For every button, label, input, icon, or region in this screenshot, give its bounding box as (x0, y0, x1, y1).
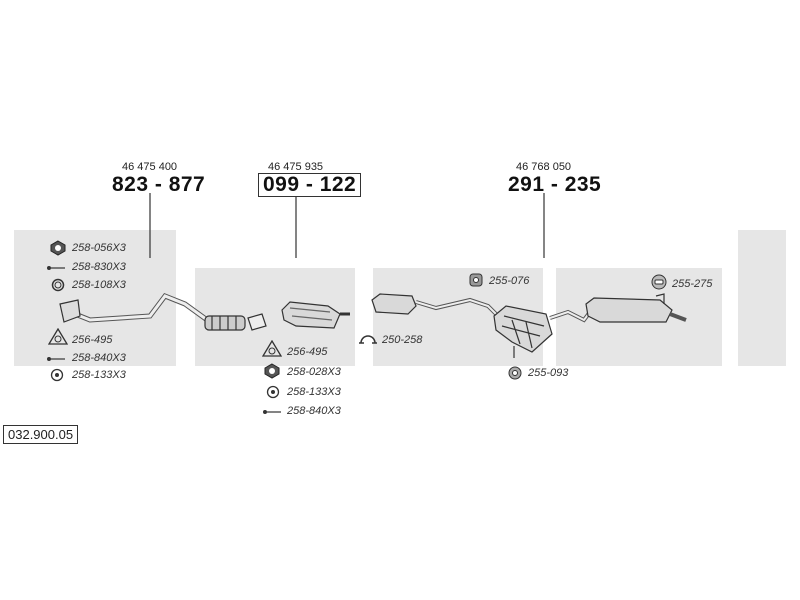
bolt-icon (47, 266, 65, 270)
background-band-left (14, 230, 176, 366)
middle-silencer (493, 305, 553, 353)
background-band-right (738, 230, 786, 366)
gasket-ring-icon (51, 278, 65, 292)
part-label: 258-133X3 (72, 369, 126, 381)
flex-section (204, 315, 246, 331)
center-silencer (371, 293, 417, 315)
flange-gasket-icon (48, 328, 68, 345)
joint-gasket (247, 313, 267, 331)
part-label: 255-093 (528, 367, 569, 379)
rubber-hanger-icon (651, 274, 667, 290)
part-label: 258-028X3 (287, 366, 341, 378)
hex-nut-icon (50, 240, 66, 256)
part-label: 258-108X3 (72, 279, 126, 291)
part-label: 250-258 (382, 334, 423, 346)
part-label: 258-056X3 (72, 242, 126, 254)
washer-icon (266, 385, 280, 399)
rear-silencer (585, 297, 673, 323)
rear-hanger-bracket (655, 293, 665, 304)
part-label: 256-495 (72, 334, 113, 346)
part-label: 255-275 (672, 278, 713, 290)
front-flange (59, 299, 81, 323)
part-number-1: 823 - 877 (112, 173, 206, 196)
part-number-3: 291 - 235 (508, 173, 602, 196)
rubber-hanger-icon (469, 273, 483, 287)
catalog-number: 032.900.05 (3, 425, 79, 444)
part-label: 258-840X3 (72, 352, 126, 364)
washer-icon (50, 368, 64, 382)
ref-number-2: 46 475 935 (268, 161, 324, 173)
part-label: 258-830X3 (72, 261, 126, 273)
ref-number-1: 46 475 400 (122, 161, 178, 173)
bolt-icon (47, 357, 65, 361)
catalytic-converter (281, 301, 341, 329)
rubber-hanger-icon (508, 366, 522, 380)
part-number-2: 099 - 122 (258, 173, 362, 197)
clamp-icon (359, 335, 377, 344)
part-label: 258-133X3 (287, 386, 341, 398)
part-label: 255-076 (489, 275, 530, 287)
part-label: 256-495 (287, 346, 328, 358)
ref-number-3: 46 768 050 (516, 161, 572, 173)
bolt-icon (263, 410, 281, 414)
hex-nut-icon (264, 363, 280, 379)
flange-gasket-icon (262, 340, 282, 357)
part-label: 258-840X3 (287, 405, 341, 417)
